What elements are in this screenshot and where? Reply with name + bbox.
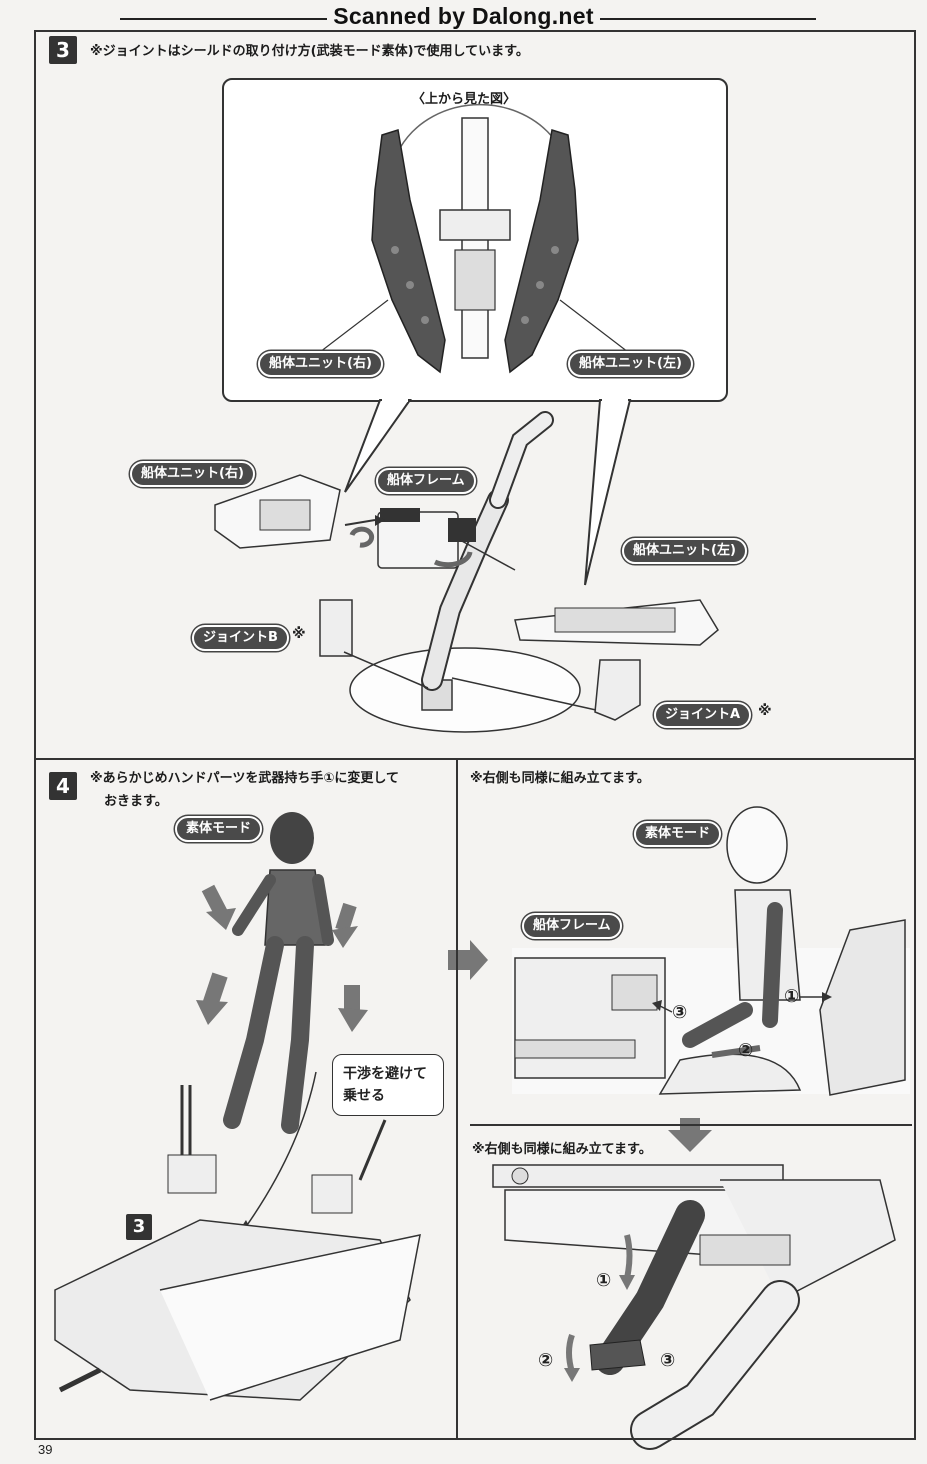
step-4-flow-arrow (448, 940, 488, 980)
step-4-note-line1: ※あらかじめハンドパーツを武器持ち手①に変更して (90, 771, 399, 786)
hint-balloon-line1: 干渉を避けて (343, 1066, 427, 1082)
tail-mask-left (382, 396, 408, 402)
step-4-down-arrow (668, 1118, 712, 1152)
step-3-number: 3 (49, 36, 77, 64)
step-3-note: ※ジョイントはシールドの取り付け方(武装モード素体)で使用しています。 (90, 44, 529, 59)
scan-credit: Scanned by Dalong.net (0, 0, 927, 34)
label-joint-a: ジョイントA (654, 702, 752, 728)
hint-balloon: 干渉を避けて 乗せる (332, 1054, 444, 1116)
label-body-mode-left: 素体モード (175, 816, 263, 842)
mark-1-top: ① (784, 986, 800, 1007)
hint-balloon-line2: 乗せる (343, 1088, 385, 1104)
assembly-drawing (214, 411, 719, 733)
label-hull-right: 船体ユニット(右) (130, 461, 255, 487)
step-4-left-drawing (54, 812, 421, 1401)
mark-2-top: ② (738, 1040, 754, 1061)
top-view-label-hull-left: 船体ユニット(左) (568, 351, 693, 377)
step-4-panel (34, 758, 916, 1440)
top-view-title: 〈上から見た図〉 (412, 92, 517, 107)
step-4-horizontal-divider (470, 1124, 912, 1126)
step-4-right-top-drawing (512, 806, 910, 1096)
step-4-right-bottom-drawing (492, 1164, 896, 1450)
ref-step-3-badge: 3 (126, 1214, 152, 1240)
page-number: 39 (38, 1442, 53, 1457)
label-hull-frame: 船体フレーム (376, 468, 476, 494)
mark-2-bottom: ② (538, 1350, 554, 1371)
joint-b-asterisk: ※ (292, 626, 306, 642)
tail-mask-right (602, 396, 628, 402)
mark-3-bottom: ③ (660, 1350, 676, 1371)
step-4-vertical-divider (456, 760, 458, 1438)
top-view-drawing (319, 103, 629, 374)
step-4-number: 4 (49, 772, 77, 800)
mark-3-top: ③ (672, 1002, 688, 1023)
label-joint-b: ジョイントB (192, 625, 289, 651)
scan-credit-text: Scanned by Dalong.net (327, 3, 600, 29)
step-4-right-top-note: ※右側も同様に組み立てます。 (470, 771, 650, 786)
step-4-right-bottom-note: ※右側も同様に組み立てます。 (472, 1142, 652, 1157)
label-hull-frame-right: 船体フレーム (522, 913, 622, 939)
top-view-label-hull-right: 船体ユニット(右) (258, 351, 383, 377)
mark-1-bottom: ① (596, 1270, 612, 1291)
label-hull-left: 船体ユニット(左) (622, 538, 747, 564)
step-4-note-line2: おきます。 (104, 794, 168, 809)
label-body-mode-right: 素体モード (634, 821, 722, 847)
joint-a-asterisk: ※ (758, 703, 772, 719)
